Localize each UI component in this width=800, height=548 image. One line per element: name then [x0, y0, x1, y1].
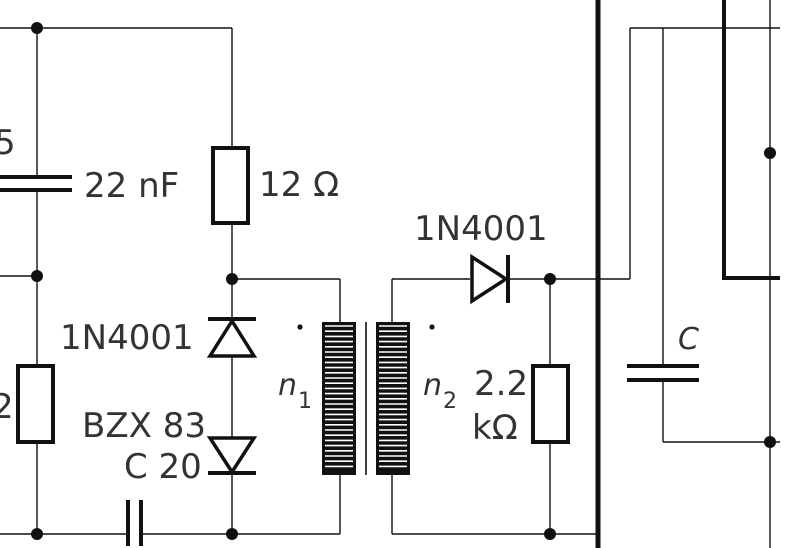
capacitor-22nF — [0, 175, 72, 192]
label-c20: C 20 — [124, 447, 202, 487]
label-22nf: 22 nF — [84, 166, 179, 206]
bus-right-box — [722, 0, 780, 280]
label-n2-sub: 2 — [443, 389, 457, 414]
label-n2: n — [423, 368, 442, 403]
capacitor-c — [627, 364, 699, 382]
node-top-left — [31, 22, 43, 34]
zener-triangle — [206, 436, 258, 476]
node-right-upper — [764, 147, 776, 159]
resistor-12-ohm — [211, 146, 250, 225]
resistor-left — [16, 364, 55, 444]
dot-n2 — [429, 324, 435, 330]
wires — [0, 0, 780, 548]
diode-right-triangle — [470, 253, 510, 305]
label-edge-mid-left: 2 — [0, 387, 14, 427]
node-mid-bottom — [226, 528, 238, 540]
diode-left-triangle — [206, 317, 258, 358]
label-12-ohm: 12 Ω — [259, 165, 339, 205]
node-rk-bottom — [544, 528, 556, 540]
capacitor-bottom — [126, 500, 143, 546]
label-1n4001-left: 1N4001 — [60, 318, 194, 358]
diode-1n4001-right — [470, 253, 510, 305]
label-n1: n — [278, 368, 297, 403]
label-2k2-value: 2.2 — [474, 364, 528, 404]
node-bottom-left — [31, 528, 43, 540]
diode-1n4001-left — [206, 317, 258, 358]
labels: 5 22 nF 12 Ω 1N4001 2 BZX 83 C 20 1N4001… — [0, 123, 699, 487]
node-right-lower — [764, 436, 776, 448]
junction-nodes — [31, 22, 776, 540]
label-bzx83: BZX 83 — [82, 406, 206, 446]
label-capacitor-c: C — [678, 322, 699, 357]
node-left-mid — [31, 270, 43, 282]
dot-n1 — [297, 324, 303, 330]
node-rk-top — [544, 273, 556, 285]
resistor-2k2 — [531, 364, 570, 444]
label-n1-sub: 1 — [298, 389, 312, 414]
winding-turns — [325, 325, 407, 468]
node-mid — [226, 273, 238, 285]
transformer — [297, 322, 435, 475]
label-1n4001-right: 1N4001 — [414, 209, 548, 249]
label-edge-top-left: 5 — [0, 123, 16, 163]
label-2k2-unit: kΩ — [472, 408, 518, 448]
zener-bzx83 — [206, 436, 258, 476]
